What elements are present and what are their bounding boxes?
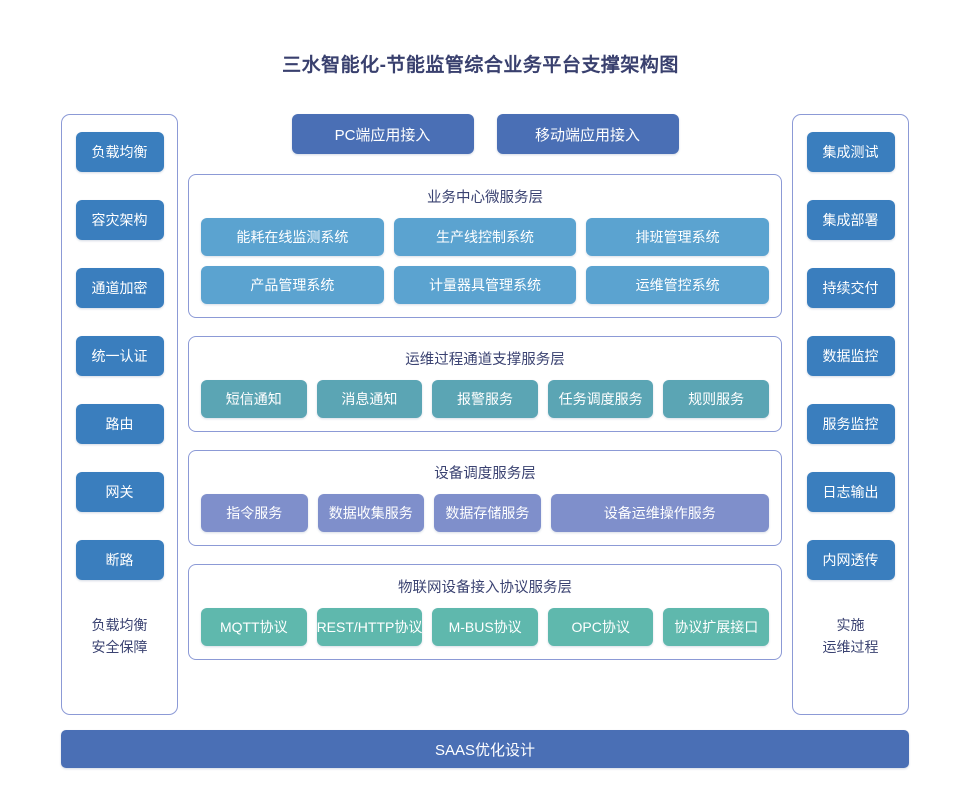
access-button-pc[interactable]: PC端应用接入: [291, 114, 474, 154]
chip-message-notification[interactable]: 消息通知: [316, 380, 423, 418]
chip-protocol-extension-interface[interactable]: 协议扩展接口: [663, 608, 770, 646]
chip-rule-service[interactable]: 规则服务: [663, 380, 769, 418]
layer-device-scheduling: 设备调度服务层 指令服务 数据收集服务 数据存储服务 设备运维操作服务: [188, 450, 782, 546]
left-column-item-2[interactable]: 通道加密: [75, 268, 164, 308]
left-column-item-1[interactable]: 容灾架构: [75, 200, 164, 240]
left-column-footer: 负载均衡 安全保障: [92, 614, 148, 658]
left-column-item-4[interactable]: 路由: [75, 404, 164, 444]
chip-energy-monitoring-system[interactable]: 能耗在线监测系统: [201, 218, 384, 256]
left-support-column: 负载均衡 容灾架构 通道加密 统一认证 路由 网关 断路 负载均衡 安全保障: [61, 114, 178, 715]
center-stack: PC端应用接入 移动端应用接入 业务中心微服务层 能耗在线监测系统 生产线控制系…: [188, 114, 782, 715]
chip-alarm-service[interactable]: 报警服务: [432, 380, 538, 418]
layer-device-row-0: 指令服务 数据收集服务 数据存储服务 设备运维操作服务: [201, 494, 769, 532]
chip-metering-device-management-system[interactable]: 计量器具管理系统: [393, 266, 577, 304]
saas-optimization-bar[interactable]: SAAS优化设计: [61, 730, 909, 768]
chip-product-management-system[interactable]: 产品管理系统: [201, 266, 384, 304]
right-support-column: 集成测试 集成部署 持续交付 数据监控 服务监控 日志输出 内网透传 实施 运维…: [792, 114, 909, 715]
chip-command-service[interactable]: 指令服务: [201, 494, 308, 532]
left-column-item-0[interactable]: 负载均衡: [75, 132, 164, 172]
right-column-footer: 实施 运维过程: [823, 614, 879, 658]
right-column-footer-line1: 实施: [836, 617, 865, 633]
right-column-item-0[interactable]: 集成测试: [806, 132, 895, 172]
right-column-item-2[interactable]: 持续交付: [806, 268, 895, 308]
layer-title-device: 设备调度服务层: [434, 466, 536, 482]
layer-title-business: 业务中心微服务层: [427, 190, 543, 206]
chip-data-collection-service[interactable]: 数据收集服务: [317, 494, 425, 532]
layer-business-row-0: 能耗在线监测系统 生产线控制系统 排班管理系统: [201, 218, 770, 256]
chip-mbus-protocol[interactable]: M-BUS协议: [432, 608, 538, 646]
layer-title-ops: 运维过程通道支撑服务层: [405, 352, 565, 368]
chip-device-ops-operation-service[interactable]: 设备运维操作服务: [550, 494, 769, 532]
layer-business-row-1: 产品管理系统 计量器具管理系统 运维管控系统: [201, 266, 770, 304]
access-button-mobile[interactable]: 移动端应用接入: [496, 114, 679, 154]
left-column-footer-line2: 安全保障: [91, 639, 148, 655]
layer-title-iot: 物联网设备接入协议服务层: [398, 580, 572, 596]
left-column-footer-line1: 负载均衡: [91, 617, 148, 633]
left-column-item-3[interactable]: 统一认证: [75, 336, 164, 376]
chip-mqtt-protocol[interactable]: MQTT协议: [201, 608, 307, 646]
layer-iot-row-0: MQTT协议 REST/HTTP协议 M-BUS协议 OPC协议 协议扩展接口: [201, 608, 770, 646]
chip-shift-management-system[interactable]: 排班管理系统: [586, 218, 770, 256]
right-column-item-6[interactable]: 内网透传: [806, 540, 895, 580]
chip-data-storage-service[interactable]: 数据存储服务: [434, 494, 541, 532]
layer-ops-row-0: 短信通知 消息通知 报警服务 任务调度服务 规则服务: [201, 380, 769, 418]
layer-ops-channel-support: 运维过程通道支撑服务层 短信通知 消息通知 报警服务 任务调度服务 规则服务: [188, 336, 782, 432]
left-column-item-6[interactable]: 断路: [75, 540, 164, 580]
page-title: 三水智能化-节能监管综合业务平台支撑架构图: [282, 55, 679, 76]
right-column-item-1[interactable]: 集成部署: [806, 200, 895, 240]
left-column-item-5[interactable]: 网关: [75, 472, 164, 512]
right-column-item-5[interactable]: 日志输出: [806, 472, 895, 512]
chip-ops-control-system[interactable]: 运维管控系统: [586, 266, 770, 304]
right-column-item-4[interactable]: 服务监控: [806, 404, 895, 444]
layer-iot-protocol-access: 物联网设备接入协议服务层 MQTT协议 REST/HTTP协议 M-BUS协议 …: [188, 564, 782, 660]
chip-production-line-control-system[interactable]: 生产线控制系统: [393, 218, 577, 256]
chip-rest-http-protocol[interactable]: REST/HTTP协议: [316, 608, 423, 646]
right-column-item-3[interactable]: 数据监控: [806, 336, 895, 376]
right-column-footer-line2: 运维过程: [822, 639, 879, 655]
chip-sms-notification[interactable]: 短信通知: [201, 380, 307, 418]
application-access-row: PC端应用接入 移动端应用接入: [188, 114, 782, 154]
layer-business-microservice: 业务中心微服务层 能耗在线监测系统 生产线控制系统 排班管理系统 产品管理系统 …: [188, 174, 782, 318]
chip-opc-protocol[interactable]: OPC协议: [547, 608, 654, 646]
chip-task-scheduling-service[interactable]: 任务调度服务: [547, 380, 654, 418]
